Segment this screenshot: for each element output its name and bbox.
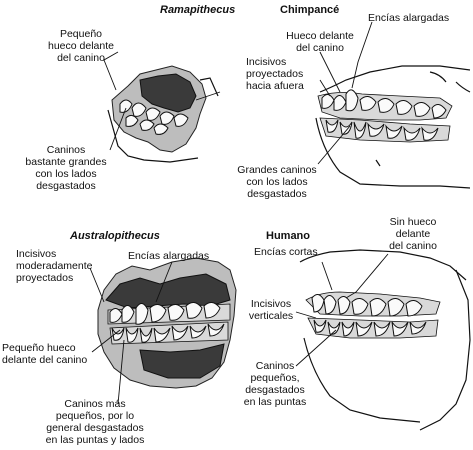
ramapithecus-jaw-illustration — [103, 51, 221, 163]
humano-canines-label: Caninos pequeños, desgastados en las pun… — [243, 360, 307, 408]
ramapithecus-canines-label: Caninos bastante grandes con los lados d… — [25, 144, 107, 192]
australopithecus-gums-label: Encías alargadas — [128, 250, 210, 262]
humano-gums-label: Encías cortas — [254, 246, 318, 258]
humano-title: Humano — [266, 230, 310, 242]
australopithecus-title: Australopithecus — [70, 230, 160, 242]
chimpance-incisors-label: Incisivos proyectados hacia afuera — [246, 56, 304, 92]
chimpance-gap-label: Hueco delante del canino — [286, 30, 354, 54]
ramapithecus-gap-label: Pequeño hueco delante del canino — [48, 28, 114, 64]
chimpance-title: Chimpancé — [280, 4, 340, 16]
chimpance-canines-label: Grandes caninos con los lados desgastado… — [237, 164, 317, 200]
humano-no-gap-label: Sin hueco delante del canino — [389, 216, 437, 252]
humano-jaw-illustration — [295, 249, 471, 431]
australopithecus-incisors-label: Incisivos moderadamente proyectados — [16, 248, 93, 284]
humano-incisors-label: Incisivos verticales — [248, 298, 294, 322]
ramapithecus-title: Ramapithecus — [160, 4, 236, 16]
australopithecus-jaw-illustration — [89, 257, 237, 405]
chimpance-jaw-illustration — [315, 21, 471, 189]
australopithecus-canines-label: Caninos más pequeños, por lo general des… — [45, 398, 145, 446]
australopithecus-gap-label: Pequeño hueco delante del canino — [2, 342, 88, 366]
chimpance-gums-label: Encías alargadas — [368, 12, 450, 24]
